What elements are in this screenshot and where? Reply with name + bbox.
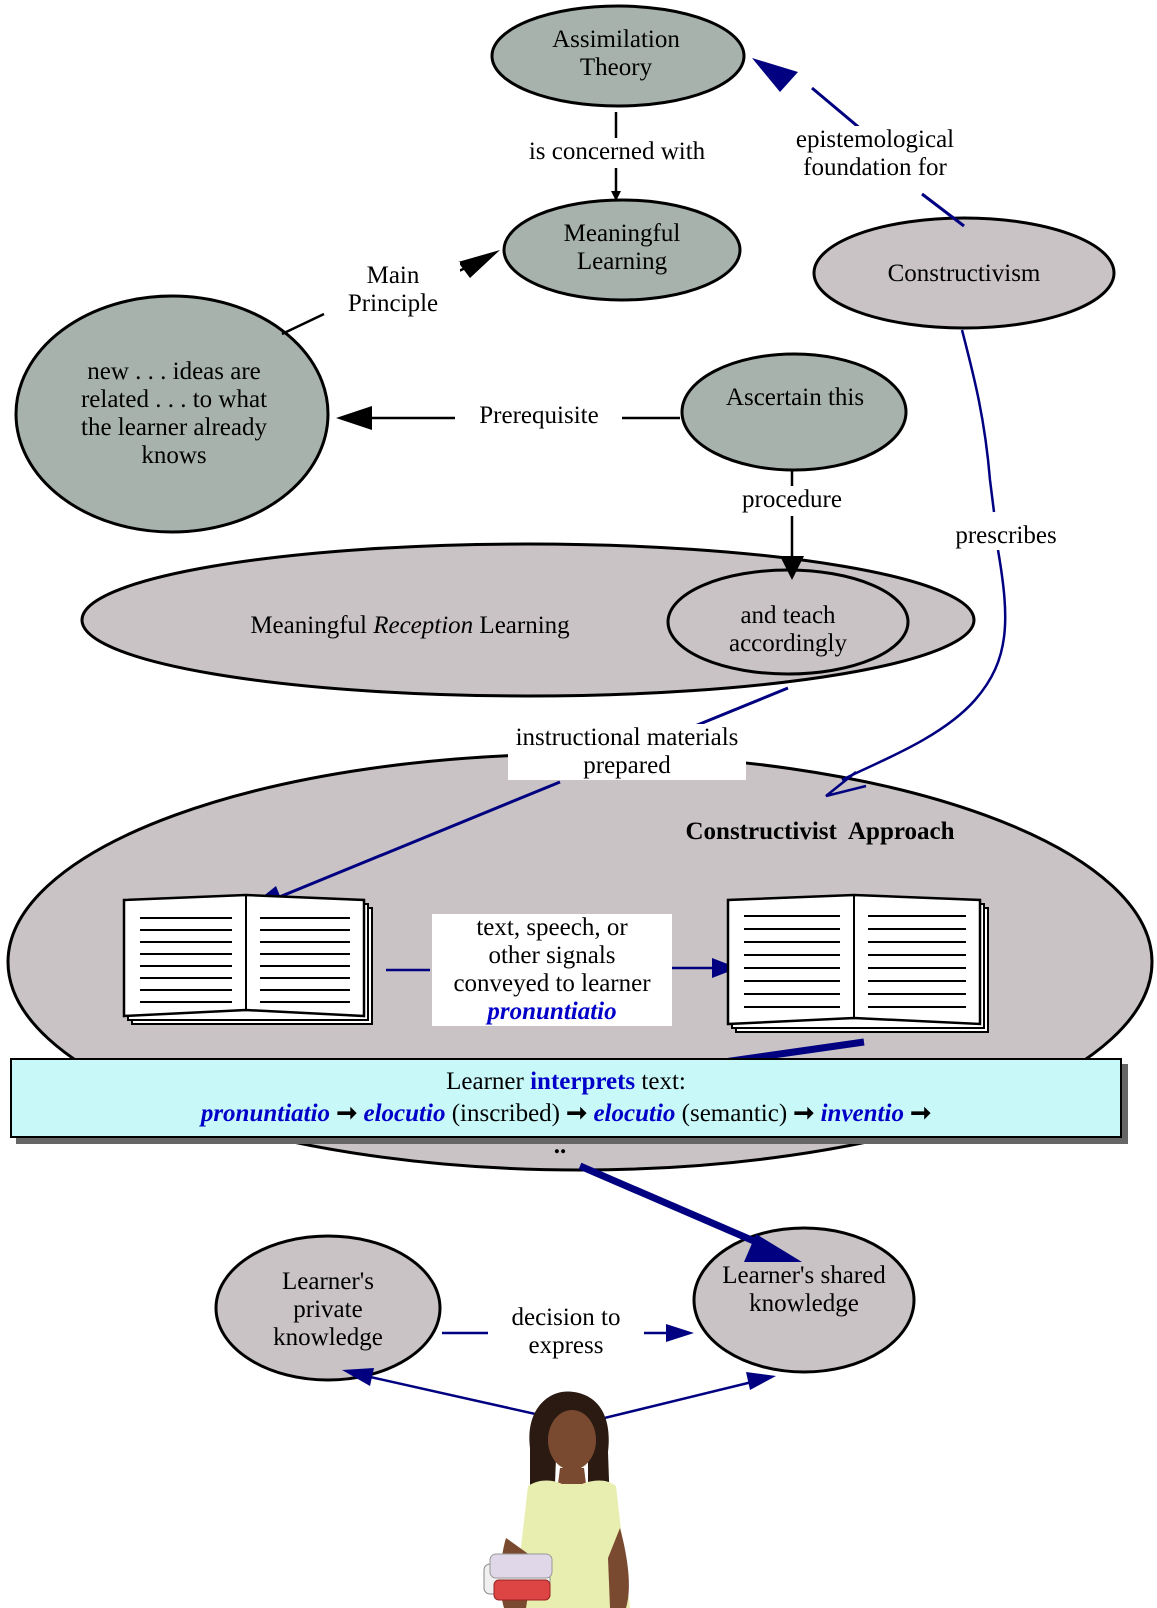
reception-learning-label: Meaningful Reception Learning [200,612,620,640]
signals-label: text, speech, or other signals conveyed … [432,914,672,1026]
banner-continuation: .. [553,1132,567,1159]
banner-arrow-3: ➞ [787,1100,821,1127]
new-ideas-label: new . . . ideas are related . . . to wha… [80,358,268,469]
banner-term-1: pronuntiatio [200,1100,331,1127]
meaningful-learning-label: Meaningful Learning [563,220,681,275]
decision-to-express-label: decision to express [488,1304,644,1360]
open-book-icon [726,893,989,1033]
main-principle-label: Main Principle [326,262,460,318]
constructivism-label: Constructivism [887,260,1041,287]
ascertain-label: Ascertain this [725,384,865,411]
banner-paren-3: (semantic) [675,1100,788,1127]
banner-term-4: inventio [820,1100,904,1127]
banner-arrow-2: ➞ [560,1100,594,1127]
instructional-materials-label: instructional materials prepared [508,724,746,780]
banner-verb: interprets [530,1068,636,1095]
assimilation-theory-label: Assimilation Theory [552,26,680,81]
open-book-icon [122,893,373,1025]
signals-arrowhead [712,958,738,978]
reception-prefix: Meaningful [250,612,374,639]
link-instructional-a [689,686,789,730]
prescribes-arrowhead [825,771,867,798]
shared-knowledge-node [692,1226,916,1374]
link-main-principle-a [281,312,325,336]
link-prescribes [841,329,1007,782]
link-banner-to-shared [578,1162,772,1252]
prerequisite-label: Prerequisite [456,402,622,430]
banner-term-3: elocutio [593,1100,676,1127]
new-ideas-node [14,294,330,534]
learner-photo [483,1391,630,1608]
shared-knowledge-label: Learner's shared knowledge [722,1262,886,1317]
private-knowledge-label: Learner's private knowledge [273,1268,383,1351]
signals-term: pronuntiatio [487,998,617,1025]
banner-line2: pronuntiatio ➞ elocutio (inscribed) ➞ el… [12,1098,1120,1130]
link-epistemological [811,86,965,228]
epistemological-label: epistemological foundation for [764,126,986,182]
banner-paren-2: (inscribed) [445,1100,560,1127]
procedure-label: procedure [722,486,862,514]
private-knowledge-node [214,1234,442,1382]
meaningful-learning-node [502,198,742,302]
signals-line2: other signals [488,942,616,969]
prescribes-label: prescribes [938,522,1074,550]
link-instructional-b [271,780,561,902]
teach-label: and teach accordingly [728,602,847,657]
epistemological-arrowhead [752,58,798,92]
banner-line1: Learner interprets text: [12,1066,1120,1098]
ascertain-node [680,352,908,472]
procedure-arrowhead [780,556,804,580]
held-papers [483,1553,553,1601]
constructivism-node [812,216,1116,330]
banner-to-shared-arrowhead [744,1234,802,1262]
learner-shared-arrowhead [746,1372,776,1390]
interprets-banner: Learner interprets text: pronuntiatio ➞ … [10,1058,1122,1138]
signals-line3: conveyed to learner [453,970,651,997]
signals-line1: text, speech, or [476,914,628,941]
decision-arrowhead [666,1324,694,1342]
prerequisite-arrowhead [336,406,372,430]
banner-prefix: Learner [446,1068,531,1095]
reception-suffix: Learning [473,612,570,639]
is-concerned-with-label: is concerned with [506,138,728,166]
main-principle-arrowhead [458,250,500,278]
learner-private-arrowhead [342,1368,374,1386]
reception-italic: Reception [373,612,474,639]
banner-suffix: text: [635,1068,686,1095]
assimilation-theory-node [490,4,746,108]
constructivist-approach-label: Constructivist Approach [685,818,955,845]
banner-arrow-4: ➞ [903,1100,932,1127]
banner-term-2: elocutio [363,1100,446,1127]
banner-arrow-1: ➞ [330,1100,364,1127]
